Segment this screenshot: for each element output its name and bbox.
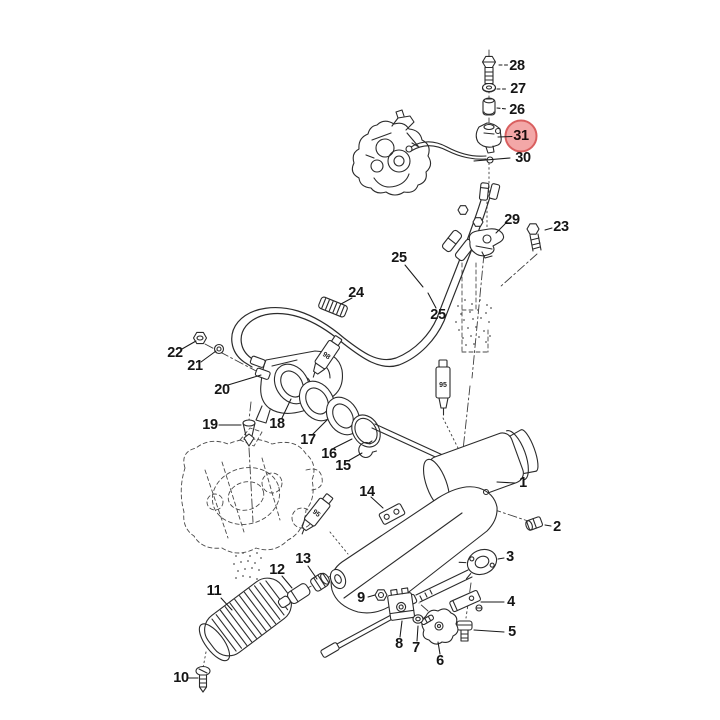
part-label-23[interactable]: 23 bbox=[553, 218, 569, 235]
grease-tube-95-lower: 95 bbox=[301, 493, 334, 535]
part-label-25[interactable]: 25 bbox=[430, 306, 446, 323]
part-label-6[interactable]: 6 bbox=[436, 652, 444, 669]
part-label-1[interactable]: 1 bbox=[519, 474, 527, 491]
clamp-plate-4 bbox=[449, 590, 483, 613]
bracket-31 bbox=[475, 122, 502, 154]
part-label-18[interactable]: 18 bbox=[269, 415, 285, 432]
part-label-21[interactable]: 21 bbox=[187, 357, 203, 374]
nut-22 bbox=[192, 331, 208, 345]
part-label-7[interactable]: 7 bbox=[412, 639, 420, 656]
nut-13 bbox=[310, 572, 330, 592]
screw-10 bbox=[195, 665, 211, 693]
part-label-27[interactable]: 27 bbox=[510, 80, 526, 97]
part-label-13[interactable]: 13 bbox=[295, 550, 311, 567]
seal-rings-18-17-16 bbox=[273, 363, 381, 448]
part-label-3[interactable]: 3 bbox=[506, 548, 514, 565]
part-label-15[interactable]: 15 bbox=[335, 457, 351, 474]
grease-mark-95-upper: 95 bbox=[439, 382, 447, 389]
throttle-cables-25 bbox=[231, 183, 494, 368]
highlight-circle[interactable] bbox=[504, 119, 538, 153]
part-label-9[interactable]: 9 bbox=[357, 589, 365, 606]
cable-fittings bbox=[441, 182, 501, 262]
part-label-19[interactable]: 19 bbox=[202, 416, 218, 433]
carburetor-sketch bbox=[351, 109, 432, 196]
clip-15 bbox=[358, 440, 378, 458]
part-label-24[interactable]: 24 bbox=[348, 284, 364, 301]
part-label-17[interactable]: 17 bbox=[300, 431, 316, 448]
grease-mark-98: 98 bbox=[321, 351, 331, 361]
part-label-11[interactable]: 11 bbox=[206, 582, 222, 599]
bracket-14 bbox=[378, 503, 406, 525]
part-label-4[interactable]: 4 bbox=[507, 593, 515, 610]
spacer-12 bbox=[277, 583, 311, 609]
grease-tube-95-upper: 95 bbox=[435, 359, 451, 416]
spacer-26 bbox=[482, 97, 496, 116]
washer-27 bbox=[481, 82, 497, 93]
cam-29 bbox=[468, 228, 505, 259]
part-label-26[interactable]: 26 bbox=[509, 101, 525, 118]
part-label-12[interactable]: 12 bbox=[269, 561, 285, 578]
washer-7 bbox=[412, 614, 435, 626]
leader-lines bbox=[181, 135, 553, 679]
part-label-20[interactable]: 20 bbox=[214, 381, 230, 398]
bolt-23 bbox=[526, 223, 542, 252]
grip-11 bbox=[198, 577, 292, 662]
plug-2 bbox=[525, 516, 543, 531]
part-label-8[interactable]: 8 bbox=[395, 635, 403, 652]
phantom-powerhead-outline bbox=[180, 427, 323, 554]
bolt-28 bbox=[481, 55, 497, 85]
leader-lines-dashed bbox=[496, 64, 509, 110]
part-label-28[interactable]: 28 bbox=[509, 57, 525, 74]
grease-tube-98: 98 bbox=[312, 335, 343, 378]
part-label-25[interactable]: 25 bbox=[391, 249, 407, 266]
part-label-29[interactable]: 29 bbox=[504, 211, 520, 228]
phantom-bracket-outline bbox=[461, 262, 489, 353]
part-label-5[interactable]: 5 bbox=[508, 623, 516, 640]
washer-21 bbox=[213, 343, 225, 355]
part-label-31[interactable]: 31 bbox=[513, 127, 529, 144]
grease-mark-95-lower: 95 bbox=[311, 509, 322, 519]
part-label-2[interactable]: 2 bbox=[553, 518, 561, 535]
part-label-22[interactable]: 22 bbox=[167, 344, 183, 361]
stipple-marks bbox=[233, 299, 492, 580]
tiller-handle-1 bbox=[329, 423, 539, 614]
part-label-30[interactable]: 30 bbox=[515, 149, 531, 166]
screw-5 bbox=[456, 620, 473, 642]
part-label-16[interactable]: 16 bbox=[321, 445, 337, 462]
clamp-block-8 bbox=[387, 587, 415, 621]
pin-19 bbox=[242, 419, 256, 447]
part-label-14[interactable]: 14 bbox=[359, 483, 375, 500]
part-label-10[interactable]: 10 bbox=[173, 669, 189, 686]
sleeve-24 bbox=[318, 296, 348, 318]
